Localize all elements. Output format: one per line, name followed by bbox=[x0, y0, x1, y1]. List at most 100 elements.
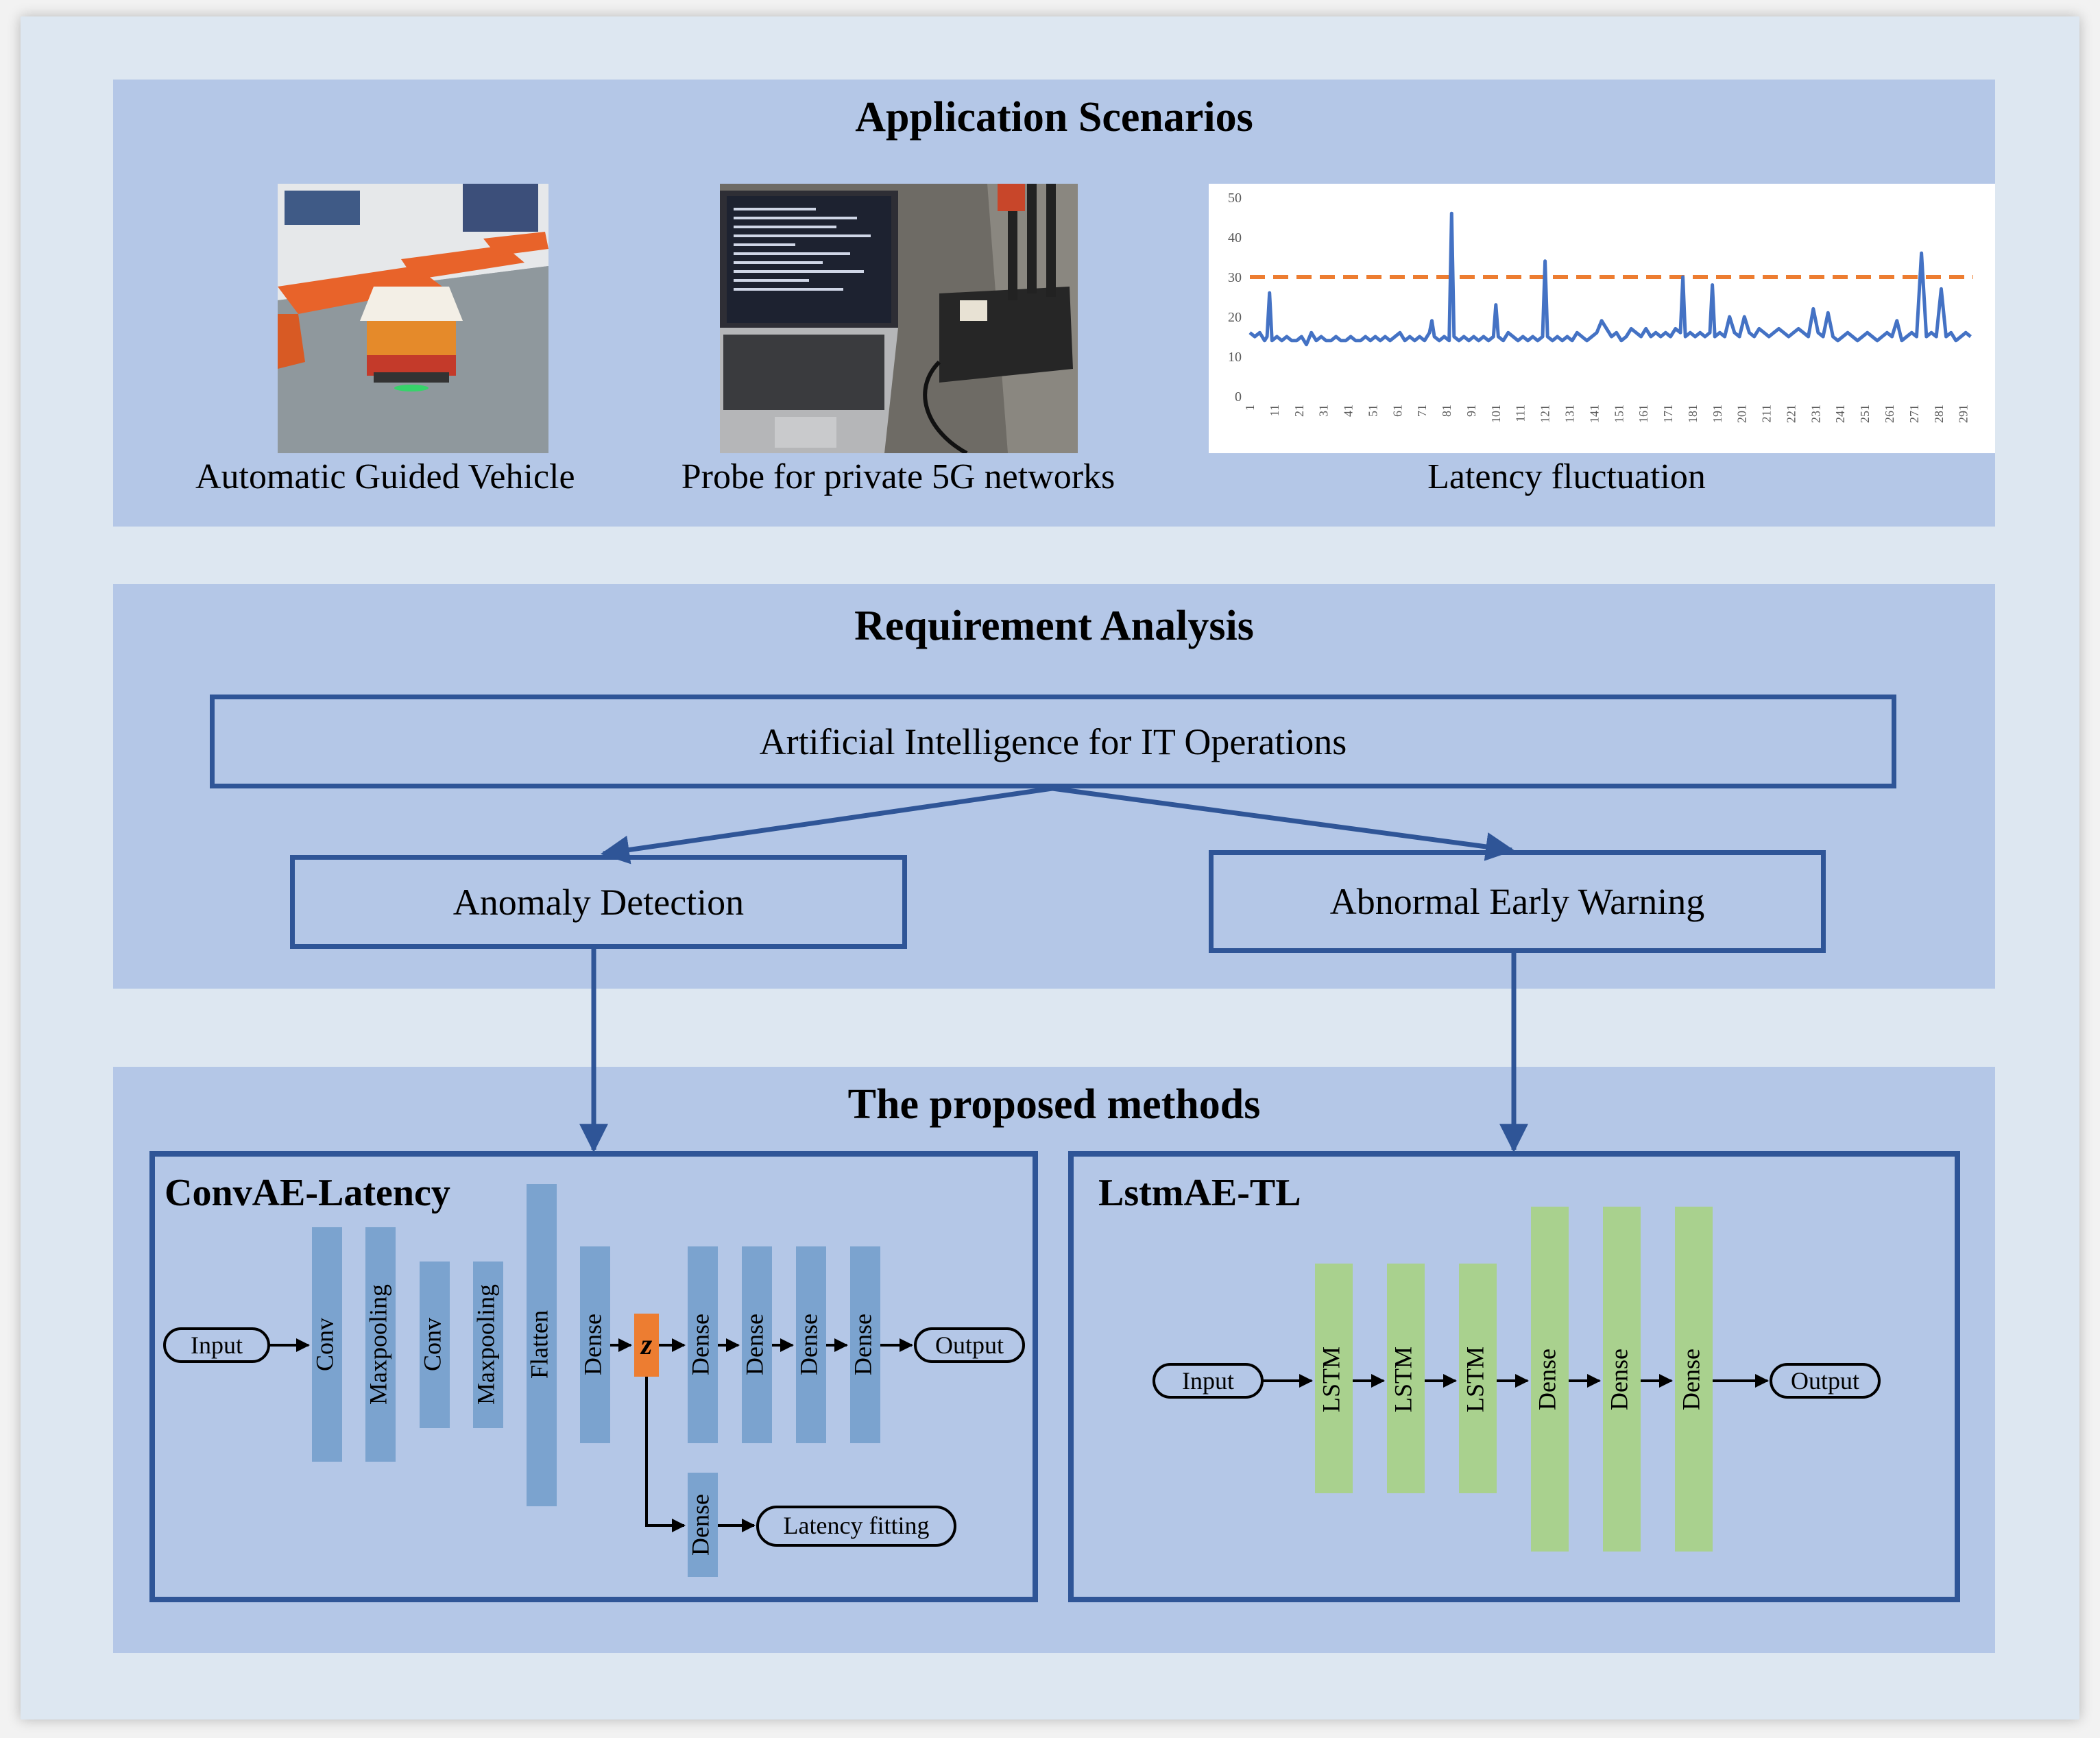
conv-layer-label: Conv bbox=[311, 1318, 338, 1371]
lstmae-title: LstmAE-TL bbox=[1098, 1172, 1301, 1214]
x-tick-label: 131 bbox=[1562, 405, 1576, 423]
dense-layer-label: Dense bbox=[1605, 1349, 1632, 1410]
flatten-layer-label: Flatten bbox=[525, 1310, 553, 1379]
aiops-box: Artificial Intelligence for IT Operation… bbox=[210, 695, 1896, 788]
x-tick-label: 221 bbox=[1784, 405, 1798, 423]
application-scenarios-panel: Application Scenarios bbox=[113, 80, 1995, 527]
x-tick-label: 211 bbox=[1760, 405, 1774, 422]
y-tick-label: 20 bbox=[1228, 310, 1242, 325]
flatten-layer bbox=[527, 1184, 557, 1506]
x-tick-label: 231 bbox=[1809, 405, 1822, 423]
maxpooling-layer-label: Maxpooling bbox=[472, 1284, 499, 1405]
dense-layer bbox=[742, 1246, 772, 1443]
y-tick-label: 30 bbox=[1228, 270, 1242, 285]
x-tick-label: 191 bbox=[1711, 405, 1724, 423]
x-tick-label: 141 bbox=[1587, 405, 1601, 423]
anomaly-detection-box: Anomaly Detection bbox=[290, 855, 907, 949]
lstmae-tl-box bbox=[1068, 1151, 1960, 1602]
conv-layer bbox=[420, 1262, 450, 1428]
x-tick-label: 181 bbox=[1686, 405, 1700, 423]
x-tick-label: 101 bbox=[1489, 405, 1503, 423]
lstmae-network: Input LSTM LSTM LSTM Dense Dense Dense O… bbox=[1152, 1207, 1881, 1552]
x-tick-label: 281 bbox=[1932, 405, 1946, 423]
dense-layer-label: Dense bbox=[1533, 1349, 1560, 1410]
x-tick-label: 1 bbox=[1243, 405, 1257, 411]
x-tick-label: 161 bbox=[1637, 405, 1650, 423]
arrow-to-warning bbox=[1052, 786, 1515, 861]
maxpooling-layer bbox=[473, 1262, 503, 1428]
latent-z-node bbox=[634, 1314, 659, 1377]
panel-title: Application Scenarios bbox=[855, 94, 1253, 141]
dense-layer-label: Dense bbox=[579, 1314, 606, 1375]
x-tick-label: 251 bbox=[1858, 405, 1872, 423]
probe-photo bbox=[720, 184, 1078, 453]
x-tick-label: 151 bbox=[1612, 405, 1626, 423]
dense-layer bbox=[796, 1246, 826, 1443]
x-tick-label: 11 bbox=[1268, 405, 1281, 416]
y-tick-label: 0 bbox=[1235, 389, 1242, 405]
dense-layer bbox=[1531, 1207, 1569, 1552]
branch-dense-label: Dense bbox=[686, 1494, 714, 1556]
caption-agv: Automatic Guided Vehicle bbox=[195, 457, 575, 496]
maxpooling-layer bbox=[365, 1227, 396, 1462]
panel-title: Requirement Analysis bbox=[854, 603, 1254, 649]
x-tick-label: 271 bbox=[1907, 405, 1921, 423]
convae-latency-box bbox=[149, 1151, 1038, 1602]
lstm-layer-label: LSTM bbox=[1389, 1347, 1416, 1412]
x-tick-label: 51 bbox=[1366, 405, 1379, 417]
dense-layer bbox=[1675, 1207, 1713, 1552]
y-tick-label: 40 bbox=[1228, 230, 1242, 245]
lstmae-input-label: Input bbox=[1182, 1367, 1234, 1395]
x-tick-label: 61 bbox=[1390, 405, 1404, 417]
dense-layer-label: Dense bbox=[849, 1314, 876, 1375]
latency-fitting-node bbox=[756, 1506, 956, 1547]
x-tick-label: 21 bbox=[1292, 405, 1306, 417]
convae-network: Input Conv Maxpooling Conv Maxpooling Fl… bbox=[163, 1184, 1025, 1577]
caption-probe: Probe for private 5G networks bbox=[681, 457, 1115, 496]
convae-input-label: Input bbox=[191, 1331, 243, 1359]
abnormal-early-warning-box: Abnormal Early Warning bbox=[1209, 850, 1826, 953]
branch-dense-layer bbox=[688, 1473, 718, 1577]
lstmae-output-node bbox=[1770, 1363, 1881, 1399]
caption-latency: Latency fluctuation bbox=[1427, 457, 1706, 496]
agv-photo bbox=[278, 184, 548, 453]
x-tick-label: 171 bbox=[1661, 405, 1675, 423]
x-tick-label: 31 bbox=[1317, 405, 1331, 417]
maxpooling-layer-label: Maxpooling bbox=[364, 1284, 391, 1405]
dense-layer bbox=[688, 1246, 718, 1443]
y-tick-label: 10 bbox=[1228, 350, 1242, 365]
latency-series-line bbox=[1248, 211, 1972, 347]
x-tick-label: 201 bbox=[1735, 405, 1749, 423]
dense-layer bbox=[580, 1246, 610, 1443]
dense-layer-label: Dense bbox=[1677, 1349, 1704, 1410]
x-tick-label: 81 bbox=[1440, 405, 1453, 417]
lstm-layer bbox=[1387, 1264, 1425, 1493]
x-tick-label: 261 bbox=[1883, 405, 1896, 423]
dense-layer bbox=[850, 1246, 880, 1443]
lstm-layer-label: LSTM bbox=[1317, 1347, 1344, 1412]
dense-layer-label: Dense bbox=[795, 1314, 822, 1375]
x-tick-label: 121 bbox=[1538, 405, 1552, 423]
dense-layer-label: Dense bbox=[740, 1314, 768, 1375]
conv-layer-label: Conv bbox=[418, 1318, 446, 1371]
lstm-layer-label: LSTM bbox=[1461, 1347, 1488, 1412]
x-tick-label: 91 bbox=[1464, 405, 1478, 417]
x-tick-label: 111 bbox=[1514, 405, 1528, 422]
conv-layer bbox=[312, 1227, 342, 1462]
convae-output-label: Output bbox=[935, 1331, 1004, 1359]
dense-layer bbox=[1603, 1207, 1641, 1552]
lstmae-output-label: Output bbox=[1791, 1367, 1859, 1395]
lstm-layer bbox=[1315, 1264, 1353, 1493]
convae-output-node bbox=[914, 1327, 1025, 1363]
x-tick-label: 241 bbox=[1833, 405, 1847, 423]
latent-z-label: z bbox=[640, 1329, 653, 1361]
lstm-layer bbox=[1459, 1264, 1497, 1493]
arrow-to-anomaly bbox=[600, 786, 1053, 865]
x-tick-label: 291 bbox=[1957, 405, 1970, 423]
dense-layer-label: Dense bbox=[686, 1314, 714, 1375]
convae-title: ConvAE-Latency bbox=[165, 1172, 450, 1214]
x-tick-label: 41 bbox=[1342, 405, 1355, 417]
